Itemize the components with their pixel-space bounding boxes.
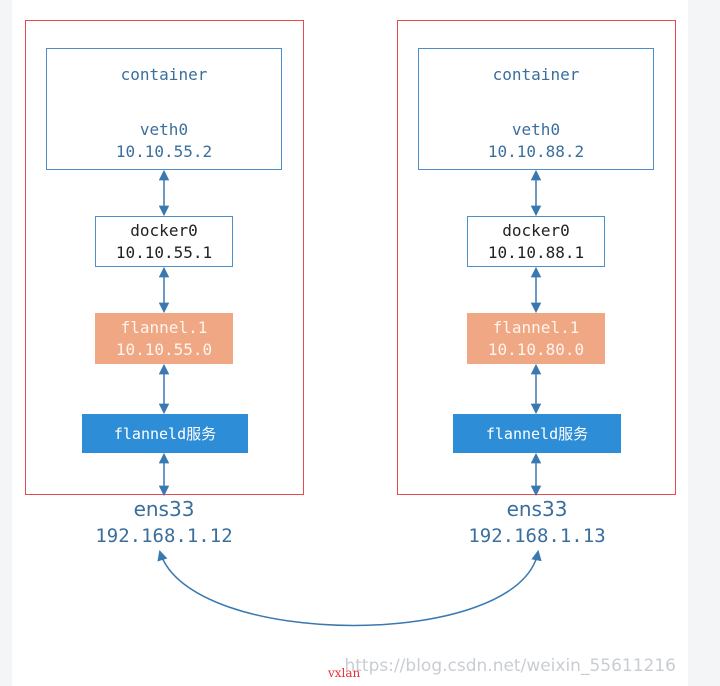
service-label: flanneld服务: [485, 425, 589, 443]
host-1-flannel: flannel.1 10.10.55.0: [95, 313, 233, 364]
docker-ip: 10.10.55.1: [115, 242, 213, 262]
veth-name: veth0: [511, 120, 561, 139]
nic-ip: 192.168.1.12: [95, 525, 233, 547]
docker-ip: 10.10.88.1: [487, 242, 585, 262]
watermark: https://blog.csdn.net/weixin_55611216: [344, 656, 676, 676]
host-1-container: container veth0 10.10.55.2: [46, 48, 282, 170]
host-1-nic: ens33 192.168.1.12: [64, 496, 264, 550]
flannel-name: flannel.1: [492, 317, 580, 337]
host-2-nic: ens33 192.168.1.13: [437, 496, 637, 550]
veth-ip: 10.10.88.2: [487, 142, 585, 161]
docker-name: docker0: [502, 220, 570, 240]
veth-ip: 10.10.55.2: [115, 142, 213, 161]
veth-name: veth0: [139, 120, 189, 139]
container-title: container: [120, 65, 208, 84]
flannel-ip: 10.10.55.0: [115, 339, 213, 359]
service-label: flanneld服务: [113, 425, 217, 443]
host-1-docker0: docker0 10.10.55.1: [95, 216, 233, 267]
container-title: container: [492, 65, 580, 84]
host-2-container: container veth0 10.10.88.2: [418, 48, 654, 170]
host-2-flannel: flannel.1 10.10.80.0: [467, 313, 605, 364]
nic-ip: 192.168.1.13: [468, 525, 606, 547]
docker-name: docker0: [130, 220, 198, 240]
nic-name: ens33: [133, 497, 195, 521]
vxlan-tunnel-arc: [157, 549, 542, 627]
flannel-name: flannel.1: [120, 317, 208, 337]
host-2-docker0: docker0 10.10.88.1: [467, 216, 605, 267]
vxlan-label: vxlan: [328, 666, 361, 680]
host-1-flanneld-service: flanneld服务: [82, 414, 248, 453]
nic-name: ens33: [506, 497, 568, 521]
host-2-flanneld-service: flanneld服务: [453, 414, 621, 453]
flannel-ip: 10.10.80.0: [487, 339, 585, 359]
